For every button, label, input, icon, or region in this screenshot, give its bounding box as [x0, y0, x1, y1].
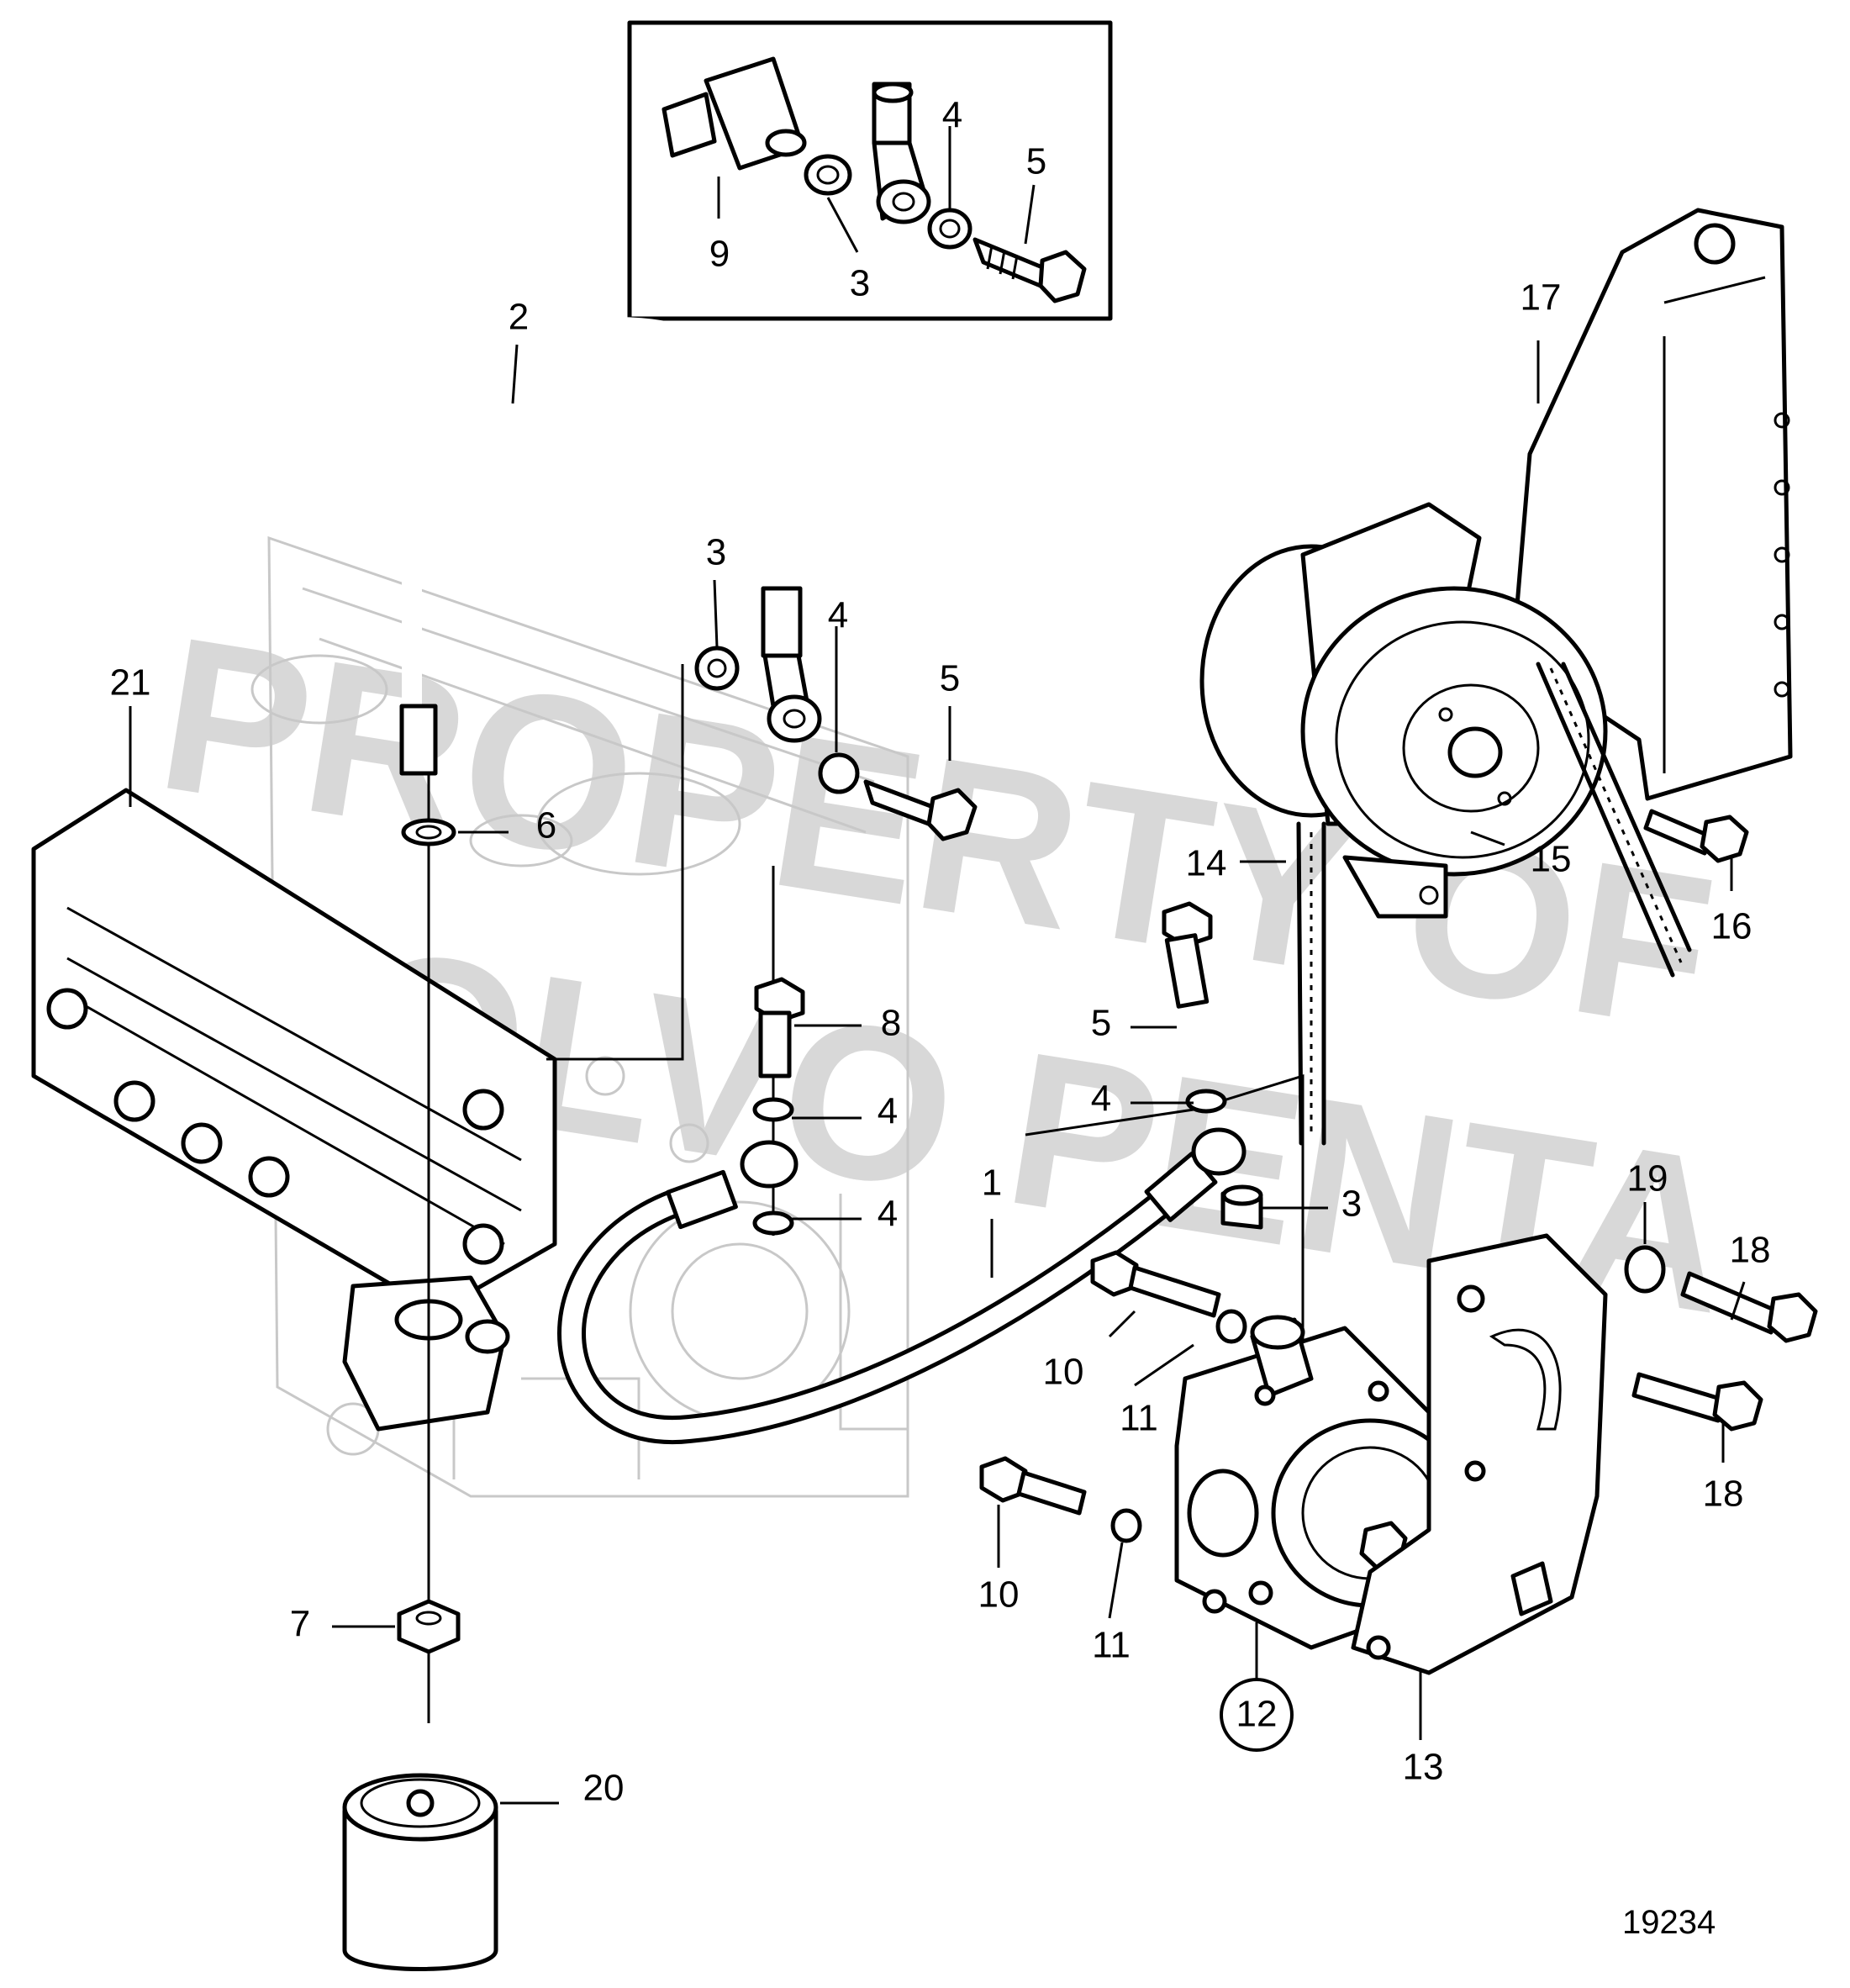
- drive-belt-14: [1296, 662, 1692, 1146]
- callout-4-inset: 4: [942, 95, 962, 136]
- banjo-bolt-8: [754, 977, 805, 1078]
- callout-5-upper: 5: [940, 658, 960, 699]
- callout-15: 15: [1531, 839, 1572, 880]
- leader-lines: [129, 126, 1746, 1805]
- oil-pipe-lower: [557, 1152, 1218, 1445]
- oil-filter-bracket: [31, 788, 557, 1432]
- callout-3-mid: 3: [1341, 1184, 1362, 1225]
- callout-5-mid: 5: [1091, 1003, 1111, 1044]
- callout-17: 17: [1521, 277, 1562, 319]
- washers-middle-right: [1185, 1089, 1263, 1230]
- callout-3-inset: 3: [850, 263, 870, 304]
- upper-banjo-connection: [694, 646, 978, 841]
- callout-11-lower: 11: [1092, 1625, 1131, 1666]
- drawing-number: 19234: [1622, 1904, 1716, 1941]
- mounting-bracket-13: [1351, 1233, 1608, 1675]
- washers-middle-left: [740, 1097, 799, 1236]
- adapter-nipple: [661, 56, 807, 171]
- callout-14: 14: [1186, 843, 1227, 884]
- callout-3-upper: 3: [706, 532, 726, 573]
- sealing-washer-inset-a: [804, 154, 852, 196]
- oil-pipe-upper: [399, 317, 803, 776]
- callout-18-upper: 18: [1730, 1230, 1771, 1271]
- oil-filter-20: [342, 1773, 498, 1971]
- washer-19: [1624, 1245, 1666, 1294]
- callout-4-mid-c: 4: [878, 1194, 898, 1235]
- callout-8: 8: [881, 1003, 901, 1044]
- callout-12: 12: [1236, 1694, 1278, 1735]
- callout-11-upper: 11: [1120, 1398, 1158, 1439]
- callout-6: 6: [536, 805, 556, 846]
- callout-4-mid-b: 4: [1091, 1078, 1111, 1120]
- banjo-bolt-inset: [972, 237, 1087, 303]
- banjo-fitting-inset: [872, 82, 931, 224]
- callout-13: 13: [1403, 1747, 1444, 1788]
- bolt-18-upper: [1680, 1271, 1818, 1343]
- inset-detail-box: [627, 20, 1113, 321]
- sealing-washer-6: [401, 818, 456, 846]
- callout-9-inset: 9: [709, 234, 730, 275]
- callout-10-upper: 10: [1043, 1352, 1084, 1393]
- callout-10-lower: 10: [978, 1574, 1020, 1616]
- callout-19: 19: [1627, 1158, 1668, 1200]
- callout-16: 16: [1711, 906, 1752, 947]
- callout-labels: 9 3 4 5 2 3 4 5 21 6 17 14 15 16 8 5 4 4…: [110, 95, 1771, 1809]
- washer-11-upper: [1215, 1309, 1247, 1344]
- callout-21: 21: [110, 662, 151, 704]
- callout-4-upper: 4: [828, 595, 848, 636]
- bolt-16: [1643, 809, 1749, 863]
- bolt-18-lower: [1631, 1372, 1763, 1432]
- pulley-15: [1300, 586, 1608, 877]
- callout-20: 20: [583, 1768, 625, 1809]
- callout-4-mid-a: 4: [878, 1091, 898, 1132]
- hex-nut-7: [397, 1599, 461, 1654]
- banjo-bolt-5-middle: [1162, 901, 1213, 1009]
- callout-1: 1: [982, 1163, 1002, 1204]
- callout-2: 2: [509, 297, 529, 338]
- washer-11-lower: [1110, 1508, 1142, 1543]
- callout-7: 7: [290, 1604, 310, 1645]
- callout-5-inset: 5: [1026, 141, 1046, 182]
- callout-18-lower: 18: [1703, 1474, 1744, 1515]
- callout-12-circle: [1220, 1678, 1294, 1752]
- bolt-10-upper: [1090, 1250, 1221, 1318]
- belt-tensioner-bracket: [1342, 855, 1448, 919]
- bracket-17: [1510, 208, 1793, 801]
- sealing-washer-inset-b: [927, 208, 972, 250]
- bolt-10-lower: [979, 1456, 1087, 1516]
